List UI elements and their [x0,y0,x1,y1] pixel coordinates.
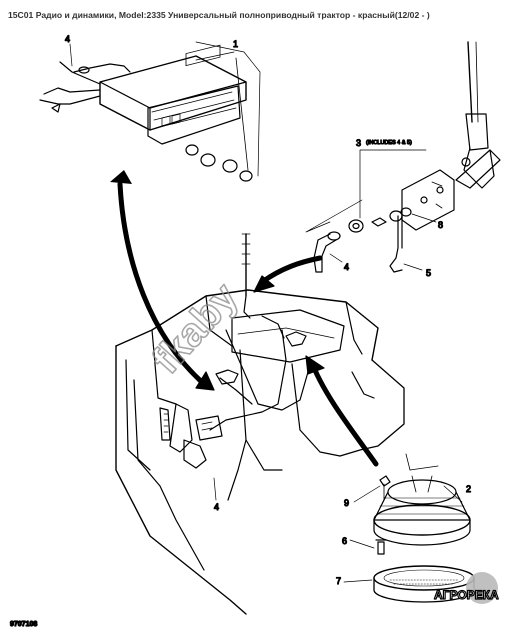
callout-6: 6 [342,536,347,546]
callout-3-note: (INCLUDES 4 & 5) [366,140,412,146]
callout-4-antenna: 4 [344,262,349,272]
callout-4-cab: 4 [214,502,219,512]
callout-5: 5 [426,268,431,278]
logo-text: АГРОРЕКА [434,588,499,602]
callout-1: 1 [233,39,238,49]
callout-7: 7 [336,576,341,586]
callout-3: 3 [356,138,361,148]
callout-leaders [69,43,463,583]
antenna-assembly [305,41,501,273]
page-title: 15C01 Радио и динамики, Model:2335 Униве… [8,10,430,20]
callout-4-radio: 4 [65,34,70,44]
figure-reference: 9707108 [10,621,37,628]
speaker-assembly [373,453,475,603]
tractor-cab [115,233,405,615]
brand-logo: АГРОРЕКА [433,572,500,604]
callout-9: 9 [344,498,349,508]
assembly-arrows [110,170,379,467]
radio-assembly [39,41,261,182]
callout-2: 2 [466,484,471,494]
callout-8: 8 [438,220,443,230]
